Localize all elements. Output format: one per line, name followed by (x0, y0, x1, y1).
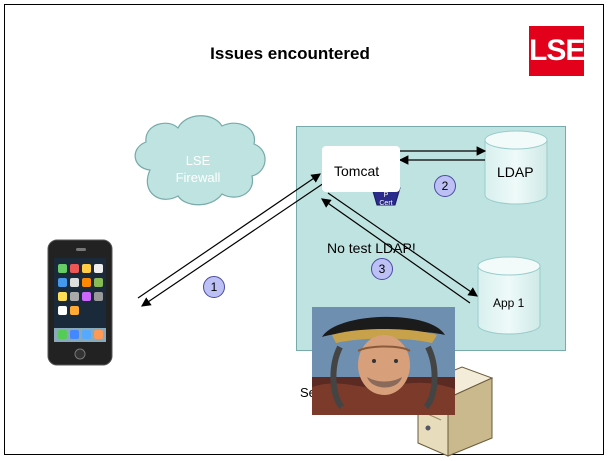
firewall-cloud (134, 115, 266, 206)
cert-label-line2: P (383, 192, 389, 199)
step-badge-3: 3 (371, 258, 393, 280)
app-label: App 1 (493, 296, 525, 310)
firewall-label-line1: LSE (185, 153, 211, 168)
slide-title: Issues encountered (210, 44, 370, 63)
step-badge-1: 1 (203, 276, 225, 298)
no-test-ldap-note: No test LDAP! (327, 240, 416, 256)
arrow-tomcat-to-phone (141, 182, 325, 307)
step-badge-2: 2 (434, 175, 456, 197)
arrow-app-to-tomcat (321, 198, 471, 304)
ldap-label: LDAP (497, 164, 534, 180)
arrow-tomcat-to-app (327, 192, 478, 297)
arrow-phone-to-tomcat (137, 173, 321, 299)
app-database (477, 256, 541, 335)
tomcat-box (322, 146, 400, 192)
cert-label-line3: Cert (379, 200, 393, 207)
iphone-icon (47, 239, 113, 366)
server-label-partial: Se (300, 385, 316, 400)
cert-label-line1: LDA (379, 184, 393, 191)
lse-logo: LSE (529, 26, 585, 76)
pirate-photo (312, 307, 455, 415)
firewall-label-line2: Firewall (175, 170, 221, 185)
tomcat-label: Tomcat (334, 163, 380, 179)
ldap-database (484, 130, 548, 205)
